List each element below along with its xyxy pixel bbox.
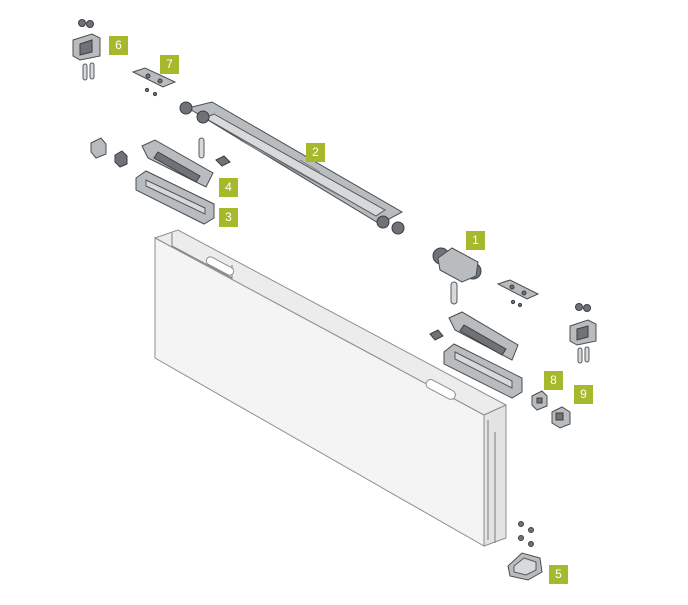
bracket-top-left	[72, 19, 101, 81]
bracket-right	[569, 303, 597, 364]
callout-1: 1	[466, 231, 485, 250]
damper-mechanism	[141, 139, 214, 188]
roller-carriage	[432, 247, 482, 305]
mounting-plate-top	[131, 67, 177, 97]
callout-2: 2	[306, 143, 325, 162]
door-panel	[153, 229, 508, 547]
callout-8: 8	[544, 371, 563, 390]
callout-6: 6	[109, 36, 128, 55]
damper-cover-right	[443, 343, 523, 399]
callout-5: 5	[549, 565, 568, 584]
damper-cover	[135, 170, 215, 225]
clip-left	[90, 137, 128, 168]
track-rail	[179, 101, 405, 235]
mounting-plate-right	[496, 279, 540, 308]
clip-part-9	[551, 406, 571, 429]
damper-mechanism-right	[429, 311, 519, 361]
callout-4: 4	[219, 178, 238, 197]
bottom-guide	[507, 521, 543, 581]
callout-7: 7	[160, 55, 179, 74]
clip-part-8	[531, 390, 548, 411]
callout-3: 3	[219, 208, 238, 227]
callout-9: 9	[574, 385, 593, 404]
